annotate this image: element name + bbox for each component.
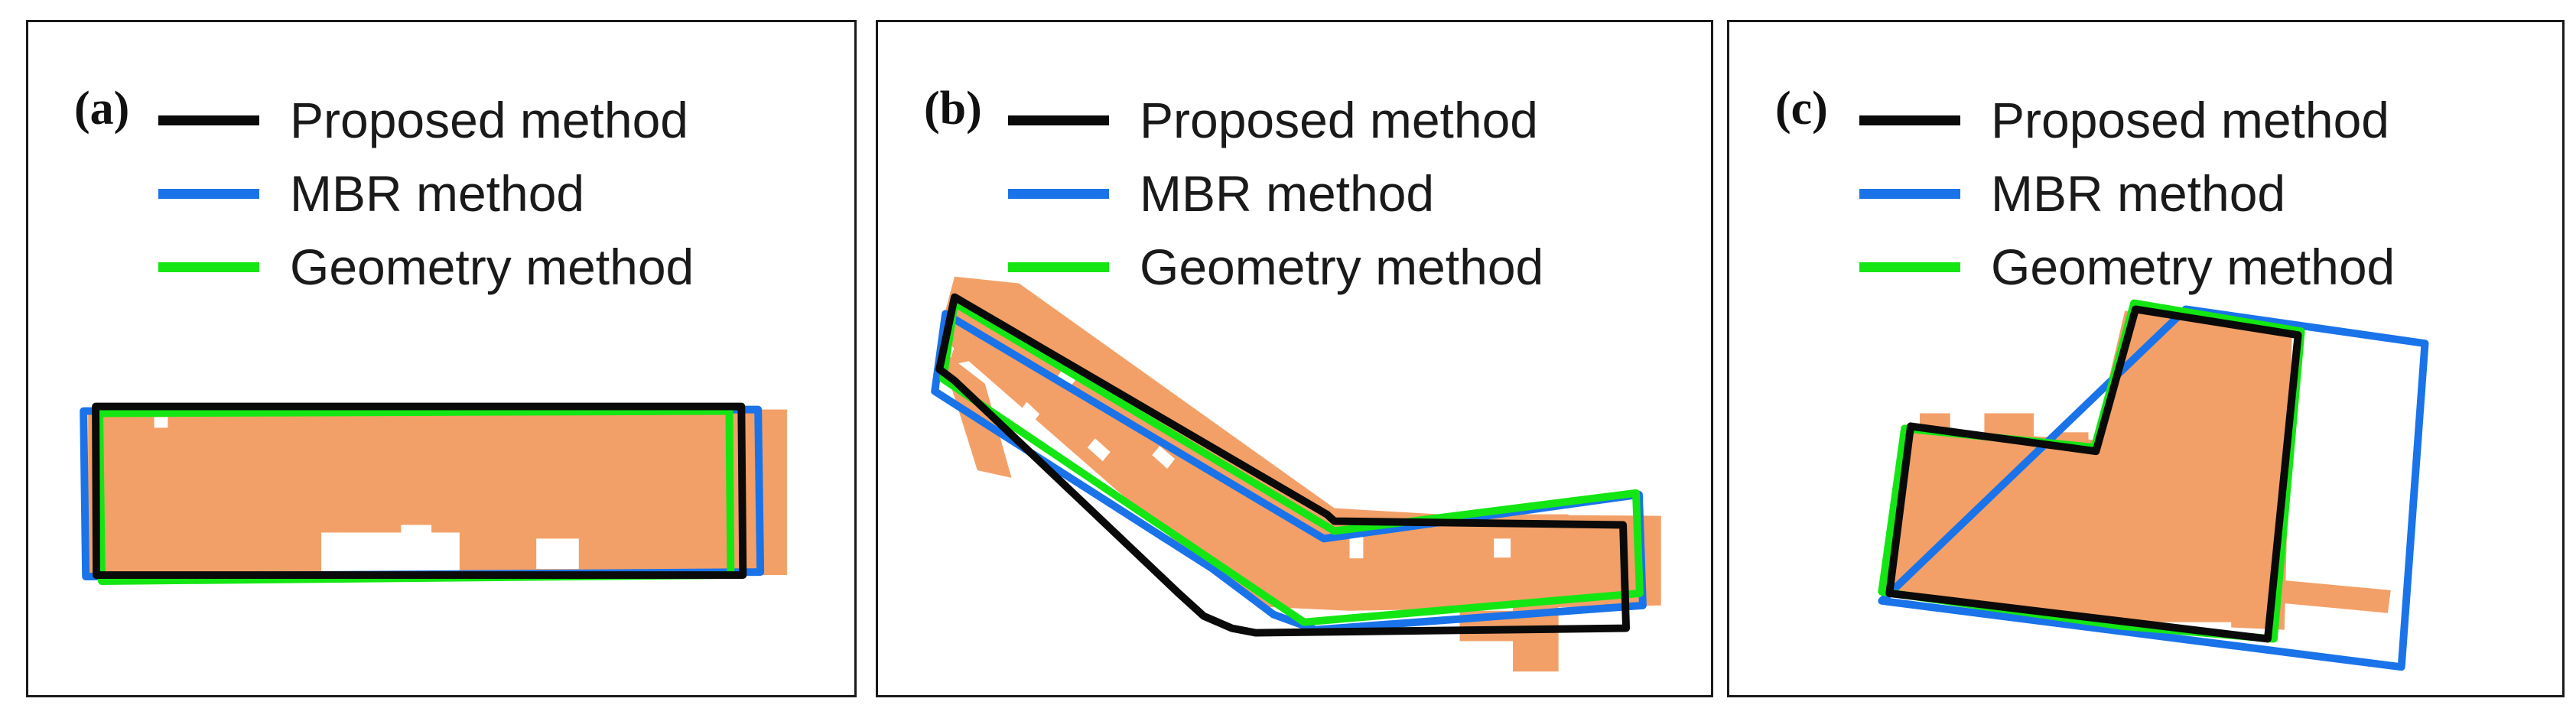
building-gaps: [1020, 365, 1511, 559]
proposed-swatch: [1859, 115, 1960, 125]
geometry-swatch: [1008, 262, 1109, 272]
legend-item-mbr: MBR method: [158, 157, 694, 230]
legend-label-mbr: MBR method: [1140, 165, 1435, 222]
mbr-swatch: [1859, 188, 1960, 199]
legend: Proposed method MBR method Geometry meth…: [1008, 83, 1543, 304]
proposed-swatch: [158, 115, 259, 125]
legend: Proposed method MBR method Geometry meth…: [158, 83, 694, 304]
proposed-outline: [935, 293, 1631, 637]
geometry-outline: [939, 299, 1644, 626]
panel-label: (a): [74, 83, 130, 135]
legend-label-mbr: MBR method: [1991, 165, 2286, 222]
legend-item-geometry: Geometry method: [1859, 230, 2395, 304]
legend-item-proposed: Proposed method: [1008, 83, 1543, 157]
panel-b-drawing: [931, 276, 1661, 672]
legend-label-proposed: Proposed method: [290, 92, 689, 148]
geometry-swatch: [1859, 262, 1960, 272]
legend-label-geometry: Geometry method: [1991, 239, 2395, 295]
legend-label-geometry: Geometry method: [290, 239, 694, 295]
mbr-swatch: [158, 188, 259, 199]
panel-label: (c): [1775, 83, 1828, 135]
legend-item-mbr: MBR method: [1859, 157, 2395, 230]
building-footprint: [1882, 310, 2391, 630]
proposed-swatch: [1008, 115, 1109, 125]
panel-c: (c) Proposed method MBR method Geometry …: [1727, 20, 2565, 697]
legend: Proposed method MBR method Geometry meth…: [1859, 83, 2395, 304]
legend-item-proposed: Proposed method: [1859, 83, 2395, 157]
legend-item-geometry: Geometry method: [158, 230, 694, 304]
legend-item-mbr: MBR method: [1008, 157, 1543, 230]
panel-b: (b) Proposed method MBR method Geometry …: [876, 20, 1713, 697]
panel-label: (b): [924, 83, 982, 135]
geometry-swatch: [158, 262, 259, 272]
legend-label-mbr: MBR method: [290, 165, 585, 222]
panel-c-drawing: [1878, 299, 2429, 671]
legend-label-geometry: Geometry method: [1140, 239, 1544, 295]
mbr-swatch: [1008, 188, 1109, 199]
mbr-outline: [1878, 305, 2429, 671]
legend-item-geometry: Geometry method: [1008, 230, 1543, 304]
legend-label-proposed: Proposed method: [1140, 92, 1539, 148]
legend-item-proposed: Proposed method: [158, 83, 694, 157]
proposed-outline: [92, 402, 747, 580]
legend-label-proposed: Proposed method: [1991, 92, 2390, 148]
building-gaps: [154, 417, 579, 576]
panel-a-drawing: [80, 402, 787, 585]
panel-a: (a) Proposed method MBR method Geometry …: [26, 20, 857, 697]
proposed-outline: [1885, 305, 2302, 643]
